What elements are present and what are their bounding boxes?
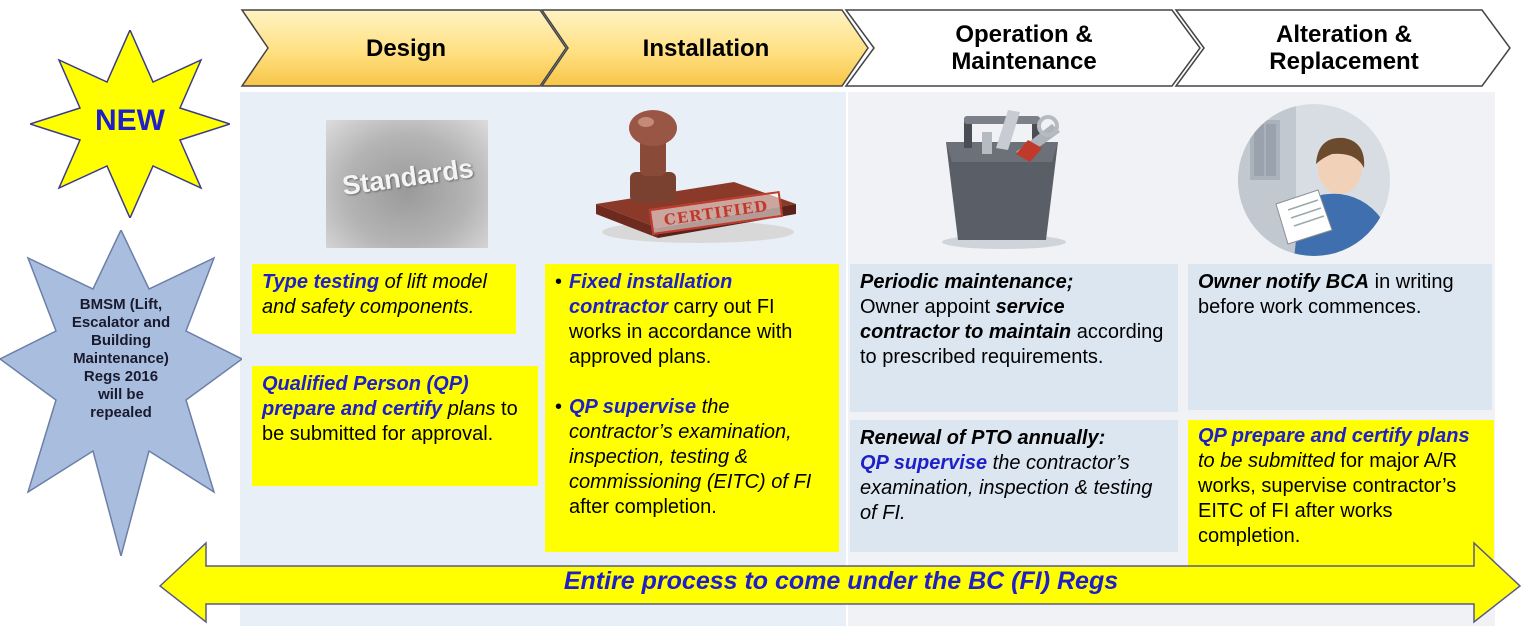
operation-renewal-box: Renewal of PTO annually: QP supervise th…: [850, 420, 1178, 552]
design-qp-box: Qualified Person (QP) prepare and certif…: [252, 366, 538, 486]
qp-prepare-emphasis: Qualified Person (QP) prepare and certif…: [262, 373, 469, 420]
after-completion-text: after completion.: [569, 496, 717, 518]
to-be-submitted-text: to be submitted: [1198, 450, 1335, 472]
repealed-star-badge: [0, 230, 242, 556]
stage-installation-label: Installation: [642, 34, 770, 62]
alteration-notify-box: Owner notify BCA in writing before work …: [1188, 264, 1492, 410]
chevron-alteration: [1174, 9, 1511, 87]
repealed-badge-text: BMSM (Lift, Escalator and Building Maint…: [71, 296, 171, 421]
alteration-qp-box: QP prepare and certify plans to be submi…: [1188, 420, 1494, 568]
design-type-testing-box: Type testing of lift model and safety co…: [252, 264, 516, 334]
periodic-maintenance-heading: Periodic maintenance;: [860, 271, 1074, 293]
stage-alteration-label: Alteration & Replacement: [1269, 21, 1419, 75]
fixed-installation-text: carry out FI works in accordance with ap…: [569, 296, 793, 368]
bullet-dot: •: [555, 396, 563, 418]
qp-prepare-emphasis: QP prepare and certify plans: [1198, 425, 1470, 447]
installation-bullet-2: • QP supervise the contractor’s examinat…: [555, 395, 829, 520]
installation-box: • Fixed installation contractor carry ou…: [545, 264, 839, 552]
chevron-design: [240, 9, 567, 87]
new-badge-text: NEW: [95, 104, 165, 137]
chevron-operation: [844, 9, 1201, 87]
bullet-dot: •: [555, 271, 563, 293]
process-arrow-text: Entire process to come under the BC (FI)…: [563, 567, 1119, 595]
qp-supervise-text: the contractor’s examination, inspection…: [569, 396, 812, 493]
major-ar-works-text: for major A/R works, supervise contracto…: [1198, 450, 1458, 547]
installation-bullet-1: • Fixed installation contractor carry ou…: [555, 270, 829, 370]
qp-submit-text: to be submitted for approval.: [262, 398, 518, 445]
new-star-badge: [30, 30, 230, 218]
chevron-installation: [540, 9, 869, 87]
standards-image: Standards: [324, 112, 492, 250]
type-testing-text: of lift model and safety components.: [262, 271, 487, 318]
stage-operation-label: Operation & Maintenance: [951, 21, 1097, 75]
qp-supervise-emphasis: QP supervise: [569, 396, 697, 418]
person-reading-image: [1238, 104, 1390, 256]
qp-plans-text: plans: [442, 398, 496, 420]
renewal-pto-heading: Renewal of PTO annually:: [860, 427, 1106, 449]
stage-design-label: Design: [365, 34, 446, 62]
notify-text: in writing before work commences.: [1198, 271, 1454, 318]
service-contractor-emphasis: service contractor to maintain: [860, 296, 1072, 343]
prescribed-requirements-text: according to prescribed requirements.: [860, 321, 1164, 368]
type-testing-emphasis: Type testing: [262, 271, 380, 293]
stage-chevrons: [240, 9, 1511, 87]
operation-maintenance-box: Periodic maintenance; Owner appoint serv…: [850, 264, 1178, 412]
owner-notify-emphasis: Owner notify BCA: [1198, 271, 1370, 293]
toolbox-image: [942, 110, 1066, 249]
owner-appoint-text: Owner appoint: [860, 296, 996, 318]
renewal-examination-text: the contractor’s examination, inspection…: [860, 452, 1153, 524]
qp-supervise-emphasis: QP supervise: [860, 452, 988, 474]
fixed-installation-emphasis: Fixed installation contractor: [569, 271, 733, 318]
